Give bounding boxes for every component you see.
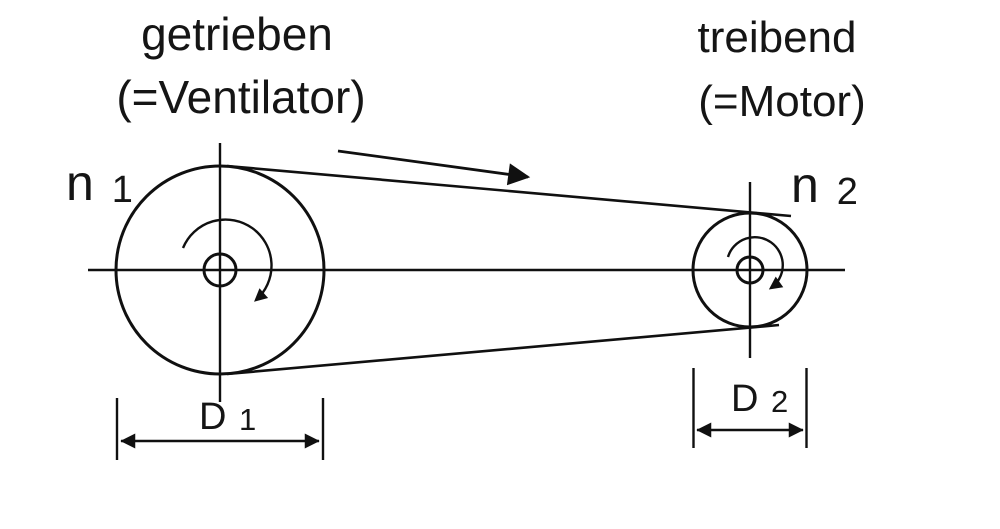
left-role-paren-label: (=Ventilator) [116,71,365,123]
left-speed-index: 1 [112,169,133,211]
belt-top-line [226,164,792,218]
left-role-label: getrieben [141,8,333,60]
right-diameter-label: D 2 [731,378,788,420]
right-diameter-symbol: D [731,378,758,420]
left-diameter-index: 1 [239,402,256,437]
left-pulley-circle [114,164,326,376]
right-speed-label: n 2 [791,157,858,213]
left-rotation-arrow [181,218,273,302]
right-pulley-circle [691,211,809,329]
belt-bottom-line [226,323,780,376]
right-role-label: treibend [697,13,856,62]
left-pulley-hub-circle [202,252,238,288]
left-speed-symbol: n [66,155,94,211]
right-pulley-hub-circle [735,255,765,285]
right-speed-index: 2 [837,171,858,213]
left-diameter-symbol: D [199,396,226,438]
belt-direction-arrow [337,149,531,186]
right-rotation-arrow [726,236,784,290]
right-role-paren-label: (=Motor) [698,77,865,126]
left-diameter-label: D 1 [199,396,256,438]
left-speed-label: n 1 [66,155,133,211]
right-diameter-index: 2 [771,384,788,419]
right-speed-symbol: n [791,157,819,213]
